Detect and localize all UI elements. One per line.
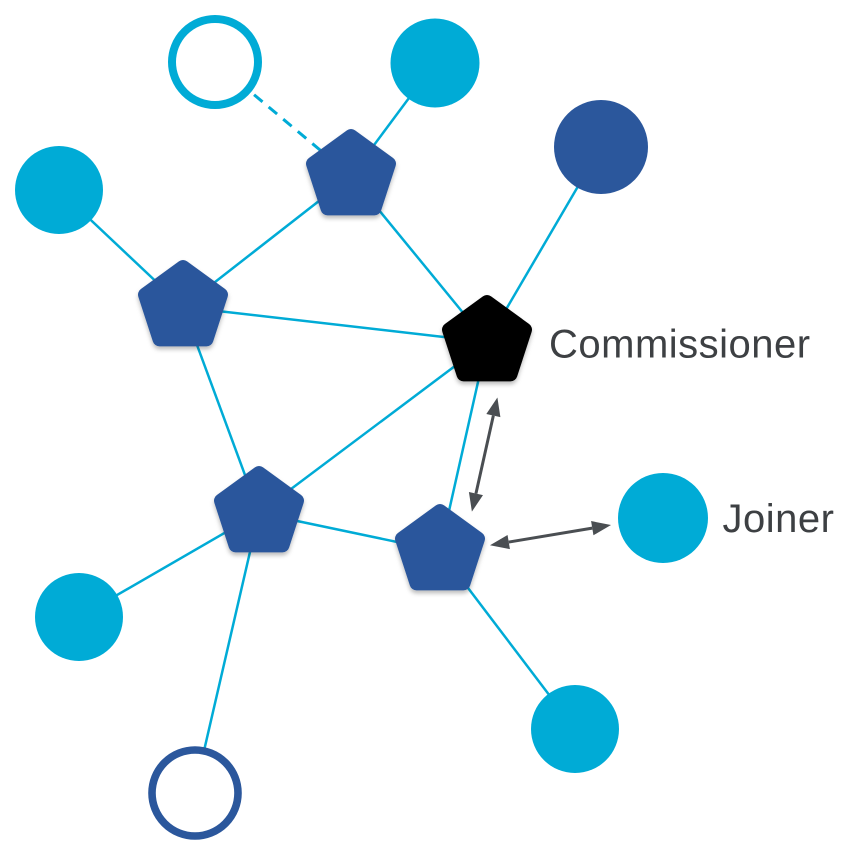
svg-text:Commissioner: Commissioner	[549, 323, 811, 367]
svg-text:Joiner: Joiner	[723, 497, 835, 541]
